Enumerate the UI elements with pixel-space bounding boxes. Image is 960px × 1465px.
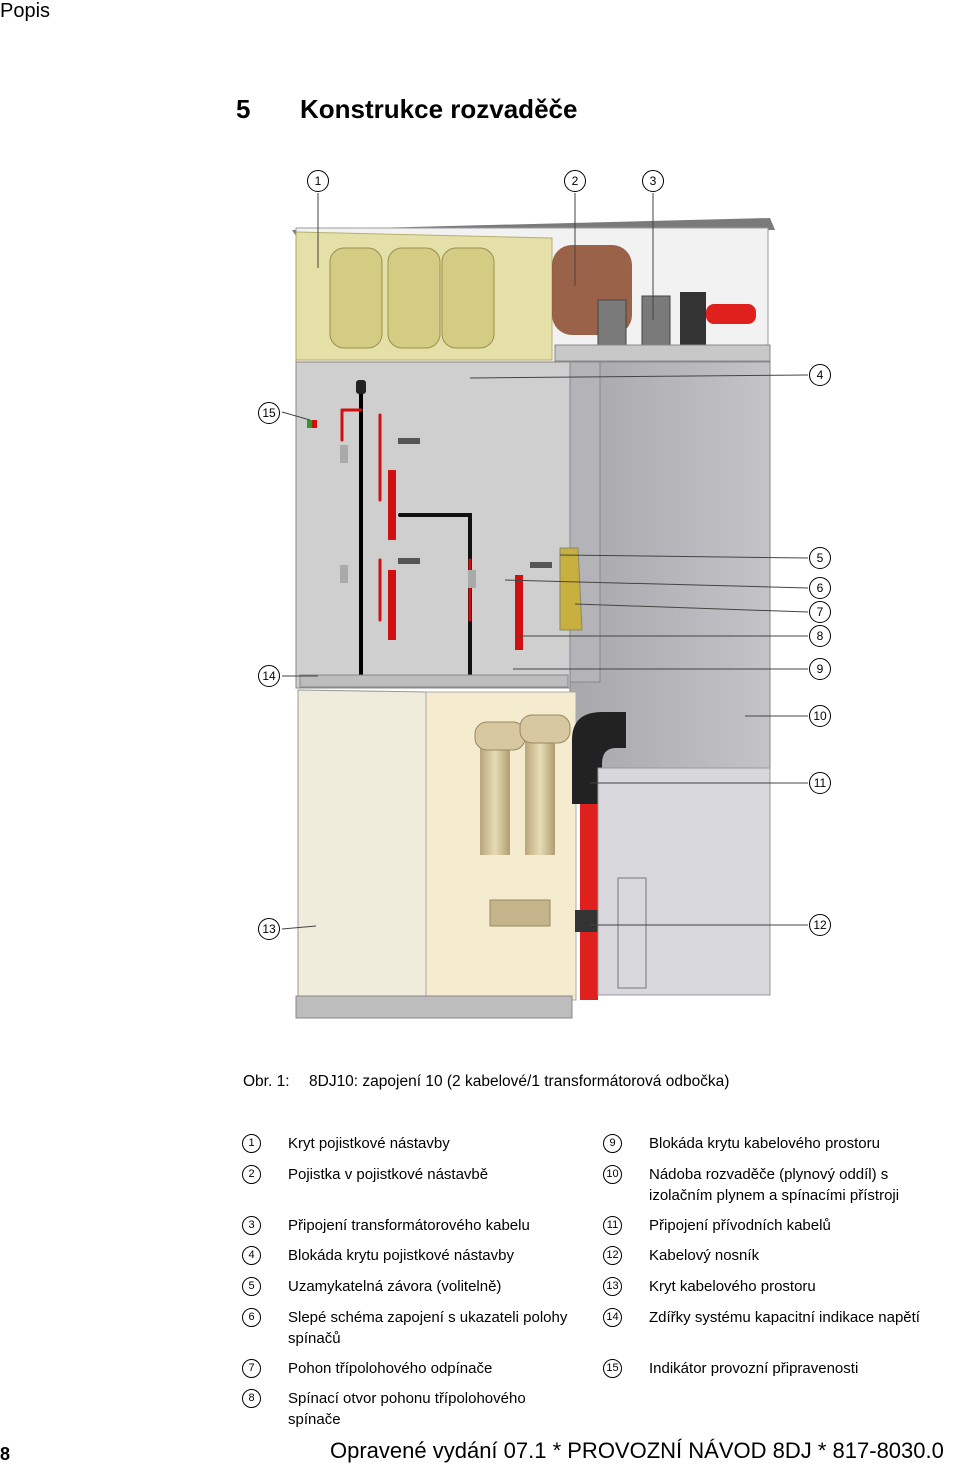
- mimic-diagram: [340, 380, 552, 682]
- transformer-cable-connection: [597, 292, 756, 355]
- callout-7: 7: [809, 601, 831, 623]
- locking-device: [559, 547, 583, 631]
- front-panel: [295, 361, 571, 689]
- callout-4: 4: [809, 364, 831, 386]
- callout-5: 5: [809, 547, 831, 569]
- callout-9: 9: [809, 658, 831, 680]
- callout-12: 12: [809, 914, 831, 936]
- callout-13: 13: [258, 918, 280, 940]
- cable-bushings: [474, 714, 571, 927]
- figure-caption: Obr. 1: 8DJ10: zapojení 10 (2 kabelové/1 …: [243, 1073, 729, 1091]
- callout-15: 15: [258, 402, 280, 424]
- cable-compartment-side: [597, 767, 771, 996]
- callout-2: 2: [564, 170, 586, 192]
- footer-text: Opravené vydání 07.1 * PROVOZNÍ NÁVOD 8D…: [330, 1438, 944, 1463]
- title-number: 5: [236, 94, 251, 124]
- page-title: 5 Konstrukce rozvaděče: [236, 94, 577, 125]
- title-text: Konstrukce rozvaděče: [300, 94, 578, 124]
- leader-lines: [281, 193, 809, 930]
- base-frame: [295, 995, 573, 1019]
- section-header: Popis: [0, 0, 51, 22]
- switchgear-illustration: [281, 193, 809, 1019]
- callout-8: 8: [809, 625, 831, 647]
- capacitive-sockets: [299, 674, 569, 688]
- caption-label: Obr. 1:: [243, 1073, 290, 1090]
- callout-6: 6: [809, 577, 831, 599]
- callout-10: 10: [809, 705, 831, 727]
- callout-11: 11: [809, 772, 831, 794]
- page-number: 8: [0, 1444, 11, 1464]
- callout-3: 3: [642, 170, 664, 192]
- cable-cover-left: [297, 689, 427, 1001]
- caption-text: 8DJ10: zapojení 10 (2 kabelové/1 transfo…: [309, 1073, 730, 1090]
- callout-14: 14: [258, 665, 280, 687]
- callout-1: 1: [307, 170, 329, 192]
- fuses: [329, 247, 495, 349]
